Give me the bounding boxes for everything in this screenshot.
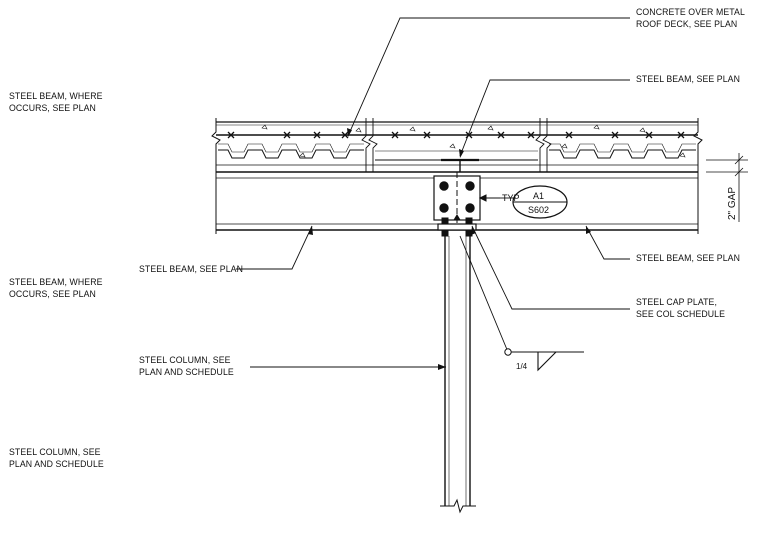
note-steel-column-left: STEEL COLUMN, SEE PLAN AND SCHEDULE [9, 447, 104, 471]
callout-steel-beam-right: STEEL BEAM, SEE PLAN [636, 253, 740, 265]
typ-label: TYP [502, 193, 520, 203]
callout-concrete-deck: CONCRETE OVER METAL ROOF DECK, SEE PLAN [636, 7, 745, 31]
shear-tab-connection [433, 172, 481, 228]
callout-line: SEE COL SCHEDULE [636, 309, 726, 320]
note-line: STEEL BEAM, WHERE [9, 277, 103, 288]
detail-callout [478, 185, 568, 219]
callout-steel-beam-left: STEEL BEAM, SEE PLAN [139, 264, 243, 276]
callout-line: PLAN AND SCHEDULE [139, 367, 234, 378]
cross-beam-section [441, 158, 479, 172]
bolt-icon [439, 181, 475, 213]
reinforcing-marks [227, 131, 685, 139]
sheet-number: S602 [528, 205, 549, 215]
note-line: OCCURS, SEE PLAN [9, 289, 96, 300]
note-line: PLAN AND SCHEDULE [9, 459, 104, 470]
note-steel-beam-where-2: STEEL BEAM, WHERE OCCURS, SEE PLAN [9, 277, 103, 301]
leader-lines [236, 17, 630, 372]
callout-steel-column-center: STEEL COLUMN, SEE PLAN AND SCHEDULE [139, 355, 234, 379]
detail-number: A1 [533, 191, 544, 201]
callout-steel-cap-plate: STEEL CAP PLATE, SEE COL SCHEDULE [636, 297, 725, 321]
note-steel-beam-where-1: STEEL BEAM, WHERE OCCURS, SEE PLAN [9, 91, 103, 115]
callout-line: STEEL CAP PLATE, [636, 297, 717, 308]
concrete-hatch [261, 124, 686, 158]
deck-profile-right [549, 149, 696, 159]
callout-line: STEEL BEAM, SEE PLAN [636, 253, 741, 264]
callout-line: CONCRETE OVER METAL [636, 7, 745, 18]
weld-size-label: 1/4 [516, 362, 528, 371]
note-line: OCCURS, SEE PLAN [9, 103, 96, 114]
deck-profile-left [218, 149, 364, 159]
callout-steel-beam-top: STEEL BEAM, SEE PLAN [636, 74, 740, 86]
callout-line: ROOF DECK, SEE PLAN [636, 19, 738, 30]
steel-column [440, 236, 476, 514]
leader-arrowheads [308, 128, 591, 370]
gap-label: 2" GAP [727, 187, 738, 220]
callout-line: STEEL COLUMN, SEE [139, 355, 231, 366]
note-line: STEEL BEAM, WHERE [9, 91, 103, 102]
roof-deck-assembly [211, 118, 703, 172]
note-line: STEEL COLUMN, SEE [9, 447, 101, 458]
callout-line: STEEL BEAM, SEE PLAN [139, 264, 244, 275]
column-cap-plate [437, 214, 477, 237]
gap-dimension [706, 153, 748, 222]
callout-line: STEEL BEAM, SEE PLAN [636, 74, 741, 85]
